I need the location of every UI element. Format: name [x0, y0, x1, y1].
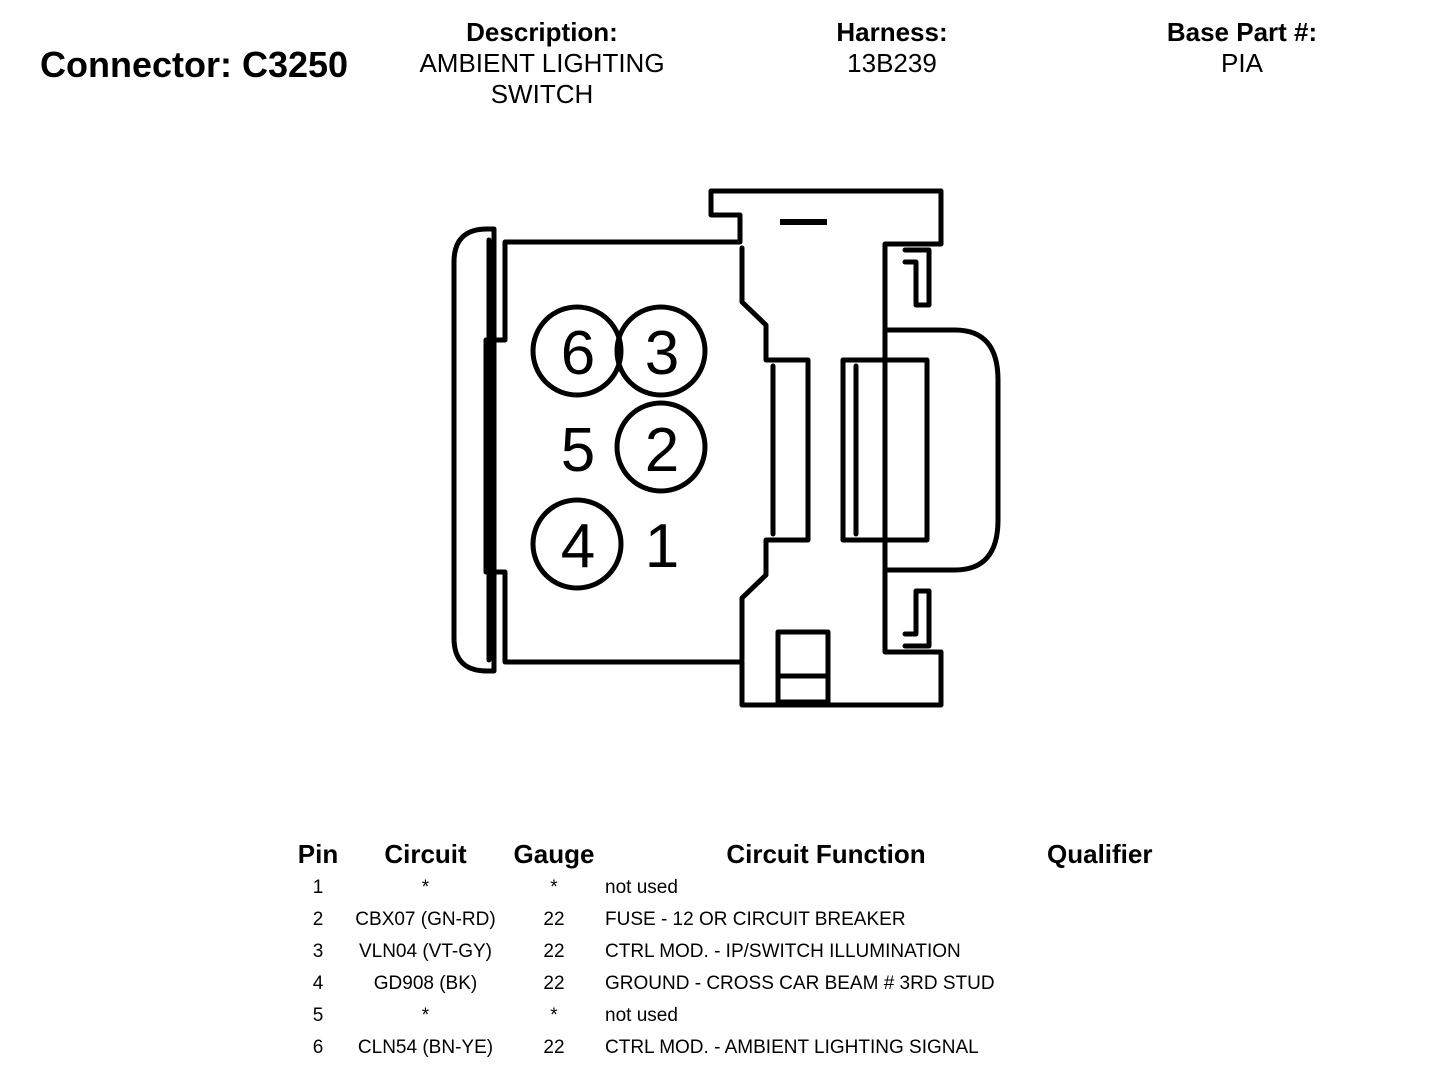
cell-circuit: *: [421, 877, 430, 898]
harness-label: Harness:: [836, 17, 948, 47]
cell-pin: 6: [312, 1037, 324, 1058]
connector-lower-hook: [902, 588, 932, 649]
pin-label-4: 4: [561, 512, 595, 581]
pin-3-circle: [614, 304, 708, 398]
connector-body-outline: [483, 188, 944, 708]
description-line-1: AMBIENT LIGHTING: [419, 48, 665, 78]
cell-qualifier: [1047, 904, 1157, 936]
connector-latch-block: [840, 357, 930, 543]
connector-inner-cavity: [739, 245, 811, 663]
header-qualifier: Qualifier: [1047, 838, 1153, 869]
cell-circuit: *: [421, 1005, 430, 1026]
pin-label-1: 1: [645, 512, 679, 581]
pin-6-circle: [530, 304, 624, 398]
cell-gauge: *: [550, 1005, 558, 1026]
pin-4-circle: [530, 497, 624, 591]
cell-qualifier: [1047, 1032, 1157, 1064]
cell-function: CTRL MOD. - IP/SWITCH ILLUMINATION: [605, 941, 961, 962]
cell-circuit: CLN54 (BN-YE): [357, 1037, 494, 1058]
cell-circuit: VLN04 (VT-GY): [358, 941, 493, 962]
cell-qualifier: [1047, 968, 1157, 1000]
cell-gauge: 22: [543, 909, 565, 930]
cell-qualifier: [1047, 1000, 1157, 1032]
pin-table-header: Pin Circuit Gauge Circuit Function Quali…: [288, 836, 1157, 872]
table-row: 1 * * not used: [288, 872, 1157, 904]
description-label: Description:: [466, 17, 618, 47]
pin-label-5: 5: [561, 416, 595, 485]
cell-function: not used: [605, 1005, 678, 1026]
cell-pin: 1: [312, 877, 324, 898]
cell-qualifier: [1047, 936, 1157, 968]
description-line-2: SWITCH: [490, 79, 594, 109]
cell-pin: 5: [312, 1005, 324, 1026]
harness-block: Harness: 13B239: [792, 17, 992, 79]
cell-qualifier: [1047, 872, 1157, 904]
description-block: Description: AMBIENT LIGHTING SWITCH: [392, 17, 692, 110]
harness-value: 13B239: [847, 48, 937, 78]
table-row: 5 * * not used: [288, 1000, 1157, 1032]
header-pin: Pin: [297, 838, 339, 869]
table-row: 2 CBX07 (GN-RD) 22 FUSE - 12 OR CIRCUIT …: [288, 904, 1157, 936]
cell-function: GROUND - CROSS CAR BEAM # 3RD STUD: [605, 973, 995, 994]
cell-circuit: GD908 (BK): [373, 973, 478, 994]
table-row: 3 VLN04 (VT-GY) 22 CTRL MOD. - IP/SWITCH…: [288, 936, 1157, 968]
pin-label-3: 3: [645, 319, 679, 388]
pin-label-2: 2: [645, 416, 679, 485]
header-circuit-function: Circuit Function: [726, 838, 926, 869]
base-part-label: Base Part #:: [1166, 17, 1318, 47]
connector-left-cap: [451, 226, 497, 674]
header-circuit: Circuit: [384, 838, 467, 869]
cell-pin: 3: [312, 941, 324, 962]
cell-function: CTRL MOD. - AMBIENT LIGHTING SIGNAL: [605, 1037, 979, 1058]
pin-table: Pin Circuit Gauge Circuit Function Quali…: [288, 836, 1157, 1064]
cell-gauge: *: [550, 877, 558, 898]
cell-function: FUSE - 12 OR CIRCUIT BREAKER: [605, 909, 906, 930]
table-row: 4 GD908 (BK) 22 GROUND - CROSS CAR BEAM …: [288, 968, 1157, 1000]
cell-pin: 2: [312, 909, 324, 930]
cell-gauge: 22: [543, 1037, 565, 1058]
pin-2-circle: [614, 400, 708, 494]
connector-lock-window: [775, 629, 831, 705]
connector-latch-tab: [885, 327, 1001, 573]
base-part-block: Base Part #: PIA: [1142, 17, 1342, 79]
connector-title: Connector: C3250: [40, 44, 349, 85]
table-row: 6 CLN54 (BN-YE) 22 CTRL MOD. - AMBIENT L…: [288, 1032, 1157, 1064]
base-part-value: PIA: [1221, 48, 1263, 78]
cell-pin: 4: [312, 973, 324, 994]
cell-circuit: CBX07 (GN-RD): [355, 909, 496, 930]
pin-label-6: 6: [561, 319, 595, 388]
cell-gauge: 22: [543, 941, 565, 962]
connector-upper-hook: [902, 247, 932, 308]
header-gauge: Gauge: [513, 838, 595, 869]
connector-face-diagram: 6 3 5 2 4 1: [451, 188, 1001, 708]
cell-gauge: 22: [543, 973, 565, 994]
cell-function: not used: [605, 877, 678, 898]
